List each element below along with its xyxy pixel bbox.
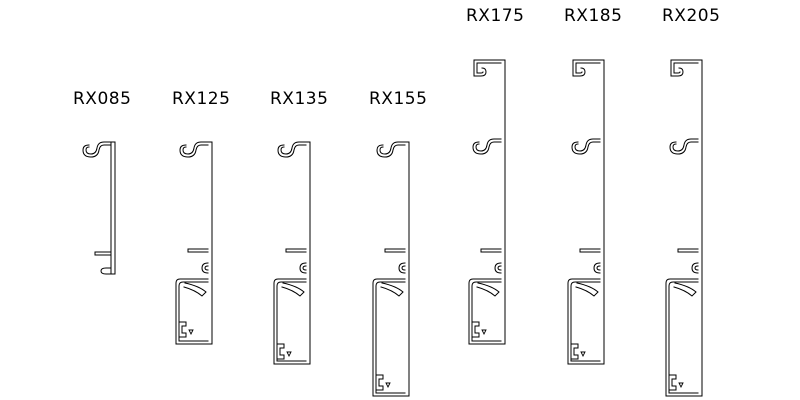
profile-label-rx085: RX085 bbox=[73, 89, 131, 109]
profile-rx135 bbox=[273, 141, 311, 365]
profile-rx175 bbox=[468, 59, 506, 345]
profile-label-rx185: RX185 bbox=[564, 6, 622, 26]
profile-label-rx205: RX205 bbox=[662, 6, 720, 26]
profile-label-rx125: RX125 bbox=[172, 89, 230, 109]
profile-rx085 bbox=[82, 141, 116, 275]
profile-label-rx135: RX135 bbox=[270, 89, 328, 109]
profile-rx205 bbox=[665, 59, 703, 397]
profile-label-rx175: RX175 bbox=[466, 6, 524, 26]
profile-rx125 bbox=[175, 141, 213, 345]
profile-label-rx155: RX155 bbox=[369, 89, 427, 109]
profile-rx155 bbox=[372, 141, 410, 397]
profile-rx185 bbox=[567, 59, 605, 365]
